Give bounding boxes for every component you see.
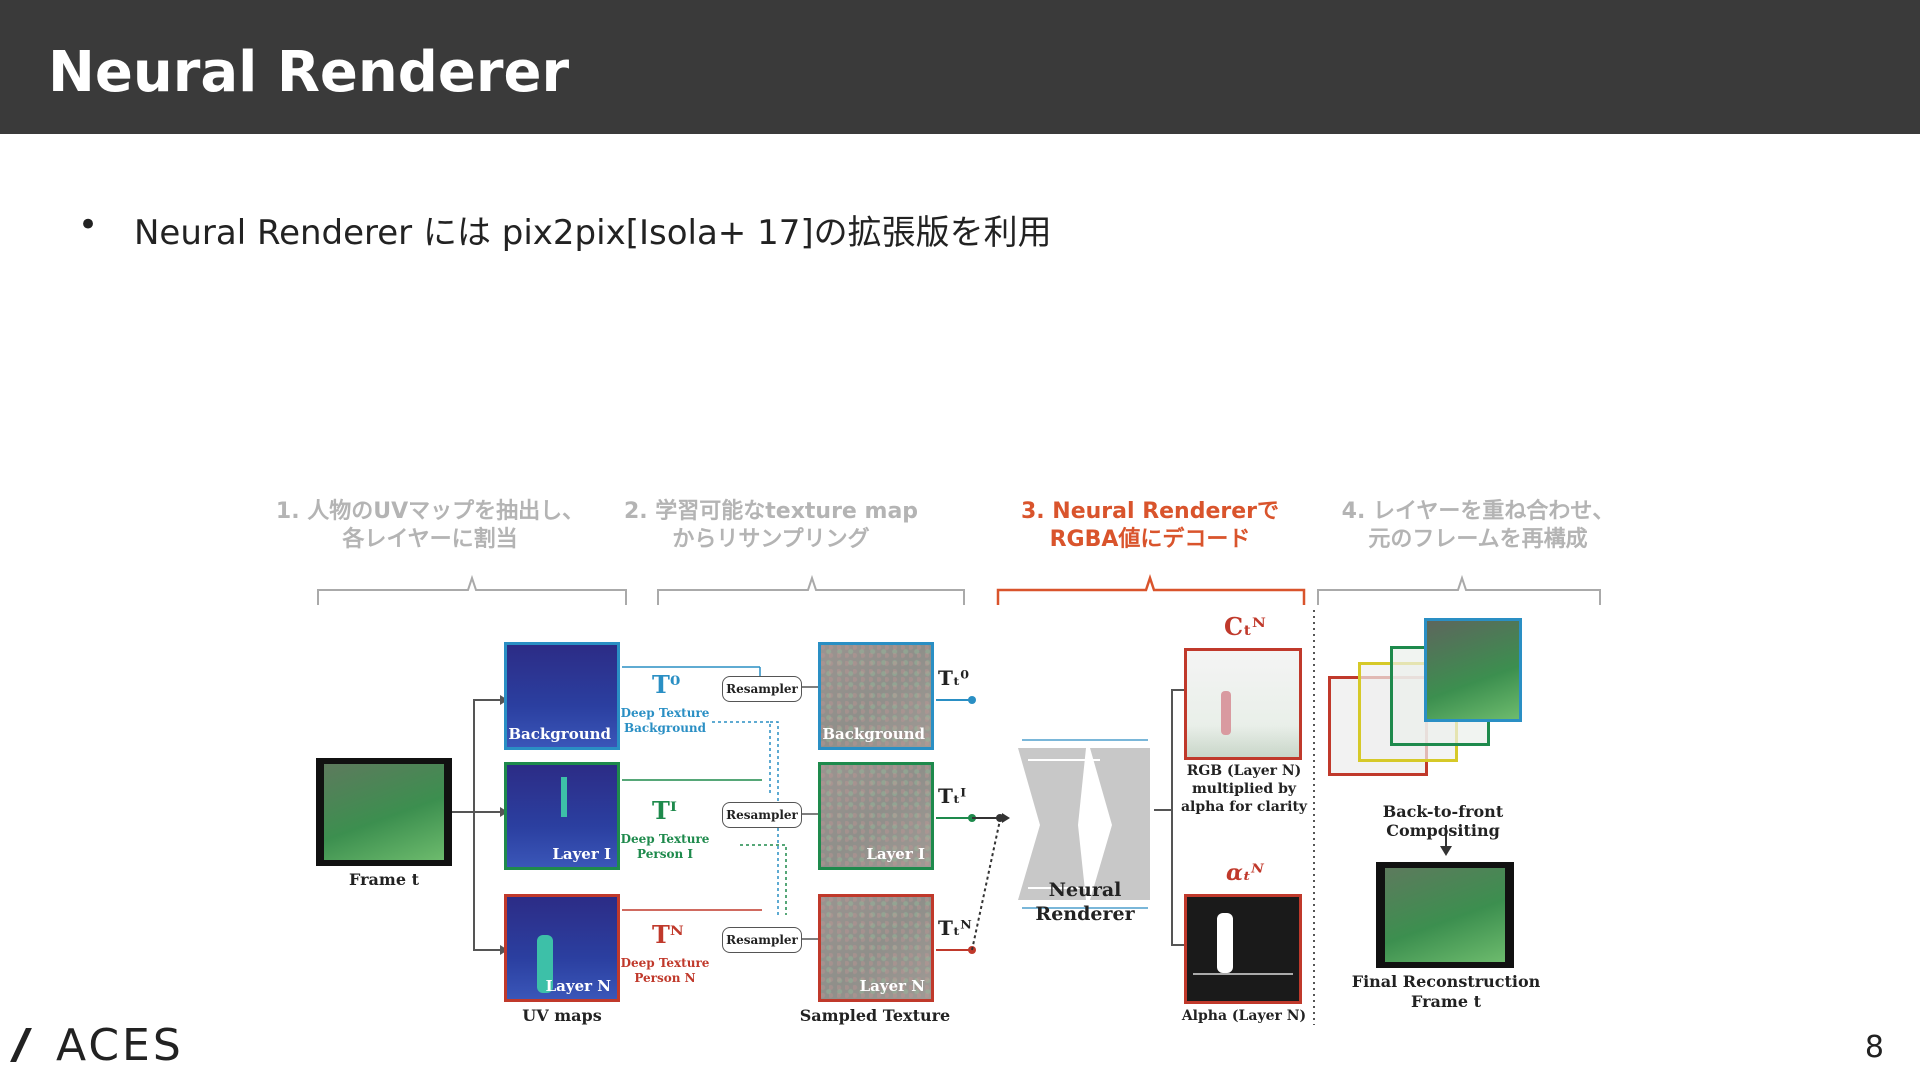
person-silhouette <box>537 935 553 993</box>
uv-caption: UV maps <box>522 1006 602 1025</box>
step-1-label: 1. 人物のUVマップを抽出し、 各レイヤーに割当 <box>270 498 590 554</box>
slide-title: Neural Renderer <box>48 40 570 105</box>
step-2-line2: からリサンプリング <box>672 527 870 552</box>
sampled-label-layer-n: Layer N <box>859 977 925 995</box>
uv-map-background: Background <box>504 642 620 750</box>
bullet-text: Neural Renderer には pix2pix[Isola+ 17]の拡張… <box>134 213 1052 253</box>
renderer-right <box>1090 748 1150 900</box>
tIt-symbol: Tₜᴵ <box>938 784 967 808</box>
resampler-background: Resampler <box>722 676 802 702</box>
sampled-layer-i: Layer I <box>818 762 934 870</box>
uv-label-background: Background <box>508 725 611 743</box>
rgb-output-image <box>1184 648 1302 760</box>
brace-step-4 <box>1317 574 1601 605</box>
I-dotted-lines <box>740 844 787 915</box>
t0-symbol: T⁰ <box>652 670 681 699</box>
step-4-line2: 元のフレームを再構成 <box>1368 527 1588 552</box>
renderer-out-arrows <box>1154 689 1186 946</box>
alpha-output-image <box>1184 894 1302 1004</box>
frame-to-uv-arrows <box>452 699 500 951</box>
arrow-head <box>1002 813 1010 823</box>
t0t-dot <box>968 696 976 704</box>
composite-layer-blue <box>1424 618 1522 722</box>
resampler-layer-n: Resampler <box>722 927 802 953</box>
pipeline-figure: 1. 人物のUVマップを抽出し、 各レイヤーに割当 2. 学習可能なtextur… <box>276 490 1620 1030</box>
step-3-line2: RGBA値にデコード <box>1049 527 1251 552</box>
logo-text: ACES <box>56 1020 184 1071</box>
step-3-label: 3. Neural Rendererで RGBA値にデコード <box>990 498 1310 554</box>
brace-step-1 <box>317 574 627 605</box>
sampled-label-layer-i: Layer I <box>866 845 925 863</box>
step-2-label: 2. 学習可能なtexture map からリサンプリング <box>611 498 931 554</box>
uv-map-layer-i: Layer I <box>504 762 620 870</box>
step-1-line1: 1. 人物のUVマップを抽出し、 <box>275 499 585 524</box>
step-1-line2: 各レイヤーに割当 <box>342 527 518 552</box>
person-silhouette <box>561 777 567 817</box>
uv-label-layer-n: Layer N <box>545 977 611 995</box>
tN-symbol: Tᴺ <box>652 920 684 949</box>
bg-dotted-lines <box>712 721 779 915</box>
logo-mark-icon <box>10 1028 58 1062</box>
uv-map-layer-n: Layer N <box>504 894 620 1002</box>
step-4-line1: 4. レイヤーを重ね合わせ、 <box>1341 499 1615 524</box>
compositing-caption: Back-to-front Compositing <box>1382 802 1504 840</box>
renderer-left <box>1018 748 1086 900</box>
sampled-label-background: Background <box>822 725 925 743</box>
figure-lines <box>317 574 1601 1025</box>
sampled-background: Background <box>818 642 934 750</box>
final-frame-image <box>1385 868 1505 962</box>
uv-label-layer-i: Layer I <box>552 845 611 863</box>
step-3-line1: 3. Neural Rendererで <box>1020 499 1280 524</box>
frame-image <box>324 764 444 860</box>
aces-logo: ACES <box>10 1020 184 1071</box>
brace-step-2 <box>657 574 965 605</box>
title-bar: Neural Renderer <box>0 0 1920 134</box>
step-2-line1: 2. 学習可能なtexture map <box>623 499 919 524</box>
rgb-symbol: Cₜᴺ <box>1224 612 1266 641</box>
alpha-silhouette <box>1217 913 1233 973</box>
page-number: 8 <box>1864 1030 1884 1065</box>
frame-caption: Frame t <box>349 870 419 889</box>
input-frame <box>316 758 452 866</box>
merge-dotted <box>971 819 1001 951</box>
sampled-caption: Sampled Texture <box>799 1006 951 1025</box>
bullet-dot: • <box>78 205 99 245</box>
brace-step-3 <box>996 574 1306 605</box>
arrow-head <box>1440 846 1452 856</box>
alpha-caption: Alpha (Layer N) <box>1181 1008 1307 1024</box>
alpha-symbol: αₜᴺ <box>1226 860 1264 886</box>
alpha-floor <box>1193 973 1293 999</box>
person-figure <box>1221 691 1231 735</box>
step-4-label: 4. レイヤーを重ね合わせ、 元のフレームを再構成 <box>1318 498 1638 554</box>
tI-symbol: Tᴵ <box>652 796 677 825</box>
tNt-symbol: Tₜᴺ <box>938 916 972 940</box>
resampler-layer-i: Resampler <box>722 802 802 828</box>
final-frame <box>1376 862 1514 968</box>
t0t-symbol: Tₜ⁰ <box>938 666 970 690</box>
sampled-layer-n: Layer N <box>818 894 934 1002</box>
